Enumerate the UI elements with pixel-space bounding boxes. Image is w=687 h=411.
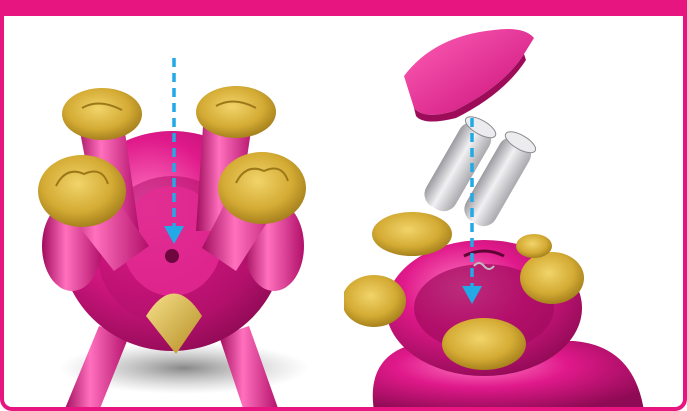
cap-left	[344, 275, 406, 327]
cap-right	[520, 252, 584, 304]
robot-front-illustration	[4, 16, 344, 411]
cap-rear-left	[62, 88, 142, 140]
cap-top-left	[372, 212, 452, 256]
battery-install-illustration	[344, 16, 683, 411]
cap-front	[442, 318, 526, 370]
cap-front-right	[218, 152, 306, 224]
screw-hole	[165, 249, 179, 263]
cap-front-left	[38, 155, 126, 227]
battery-install-panel	[344, 16, 683, 411]
robot-front-panel	[4, 16, 344, 411]
cap-small	[516, 234, 552, 258]
cap-rear-right	[196, 86, 276, 138]
battery-cover-icon	[404, 29, 534, 122]
